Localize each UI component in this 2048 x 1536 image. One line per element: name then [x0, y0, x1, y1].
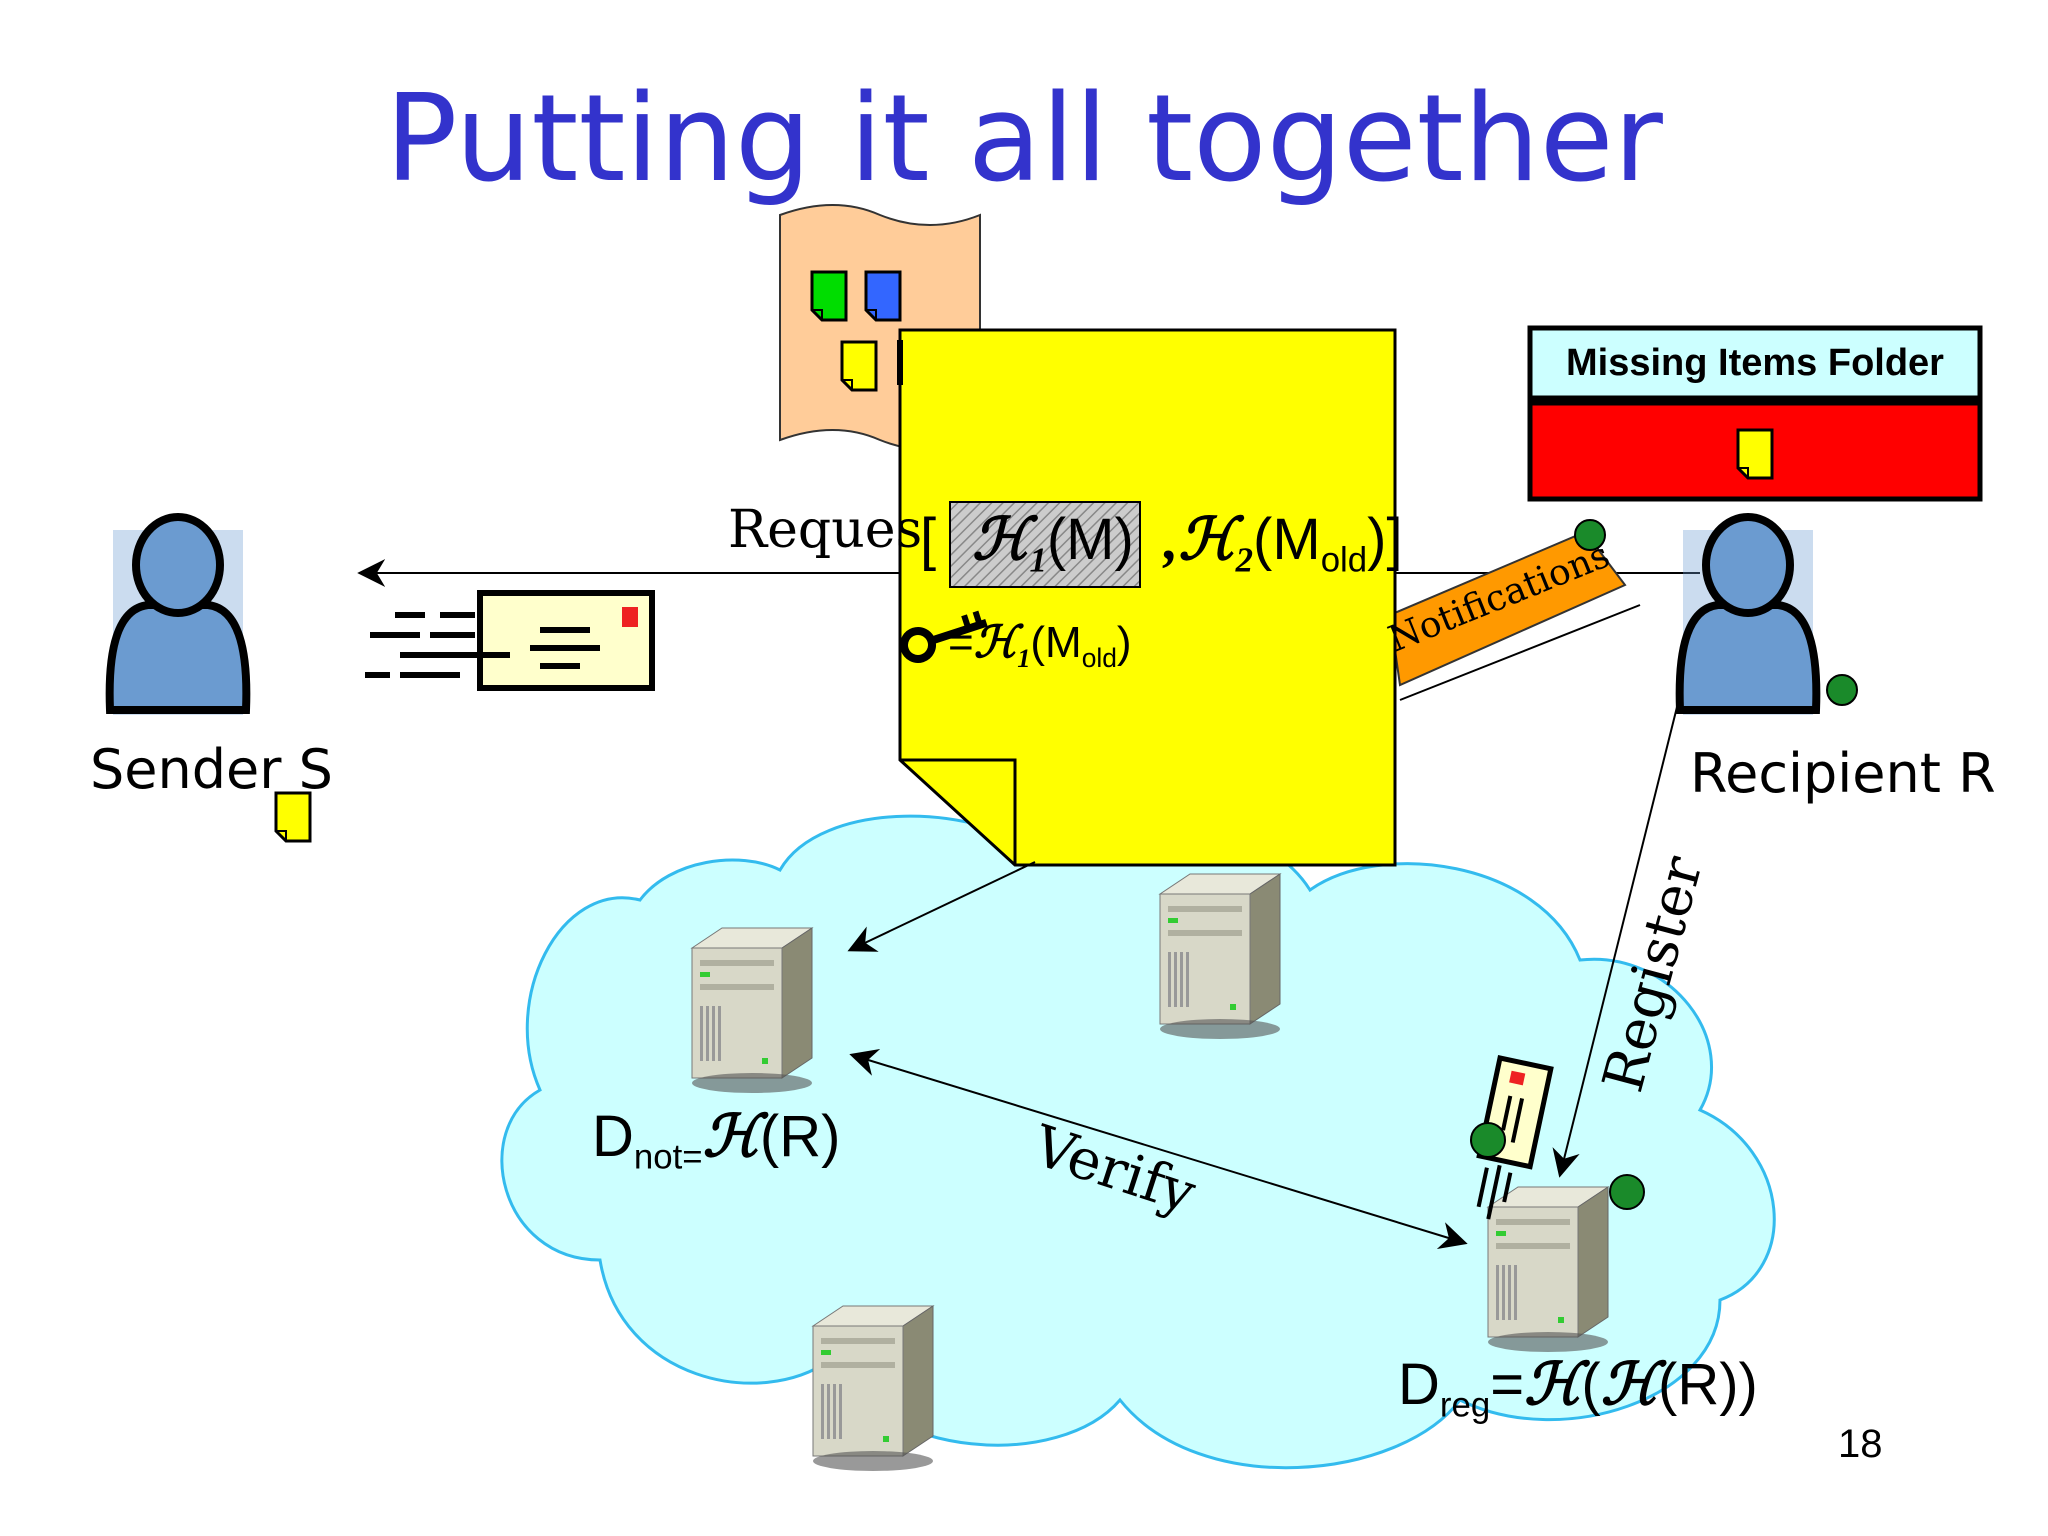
open-bracket: [: [920, 507, 937, 572]
dreg-eq: =: [1490, 1352, 1525, 1417]
missing-doc-icon: [1736, 428, 1774, 480]
encrypted-note: [898, 328, 1397, 867]
request-label: Reques: [728, 500, 923, 560]
server-dnot-icon: [691, 927, 813, 1094]
dnot-arg: (R): [759, 1104, 841, 1169]
hashed-message-box: [949, 501, 1141, 588]
key-arg-sub: old: [1081, 642, 1117, 673]
dreg-h1: ℋ: [1524, 1352, 1582, 1417]
h2-sub: 2: [1235, 540, 1254, 580]
missing-items-folder-title: Missing Items Folder: [1566, 342, 1944, 384]
green-dot-icon: [1574, 519, 1606, 551]
dreg-mid: (: [1581, 1352, 1601, 1417]
email-envelope-icon: [365, 590, 655, 691]
key-icon: [900, 610, 988, 663]
register-arrow: [1552, 694, 1681, 1178]
yellow-doc-icon: [840, 340, 878, 392]
server-bottom-icon: [812, 1305, 934, 1472]
dreg-arg: (R)): [1658, 1352, 1758, 1417]
notification-connector: [1399, 604, 1641, 701]
comma: ,: [1163, 507, 1179, 572]
key-h-sub: 1: [1017, 642, 1031, 673]
verify-arrow: [849, 1049, 1468, 1249]
notifications-tab: [1388, 530, 1627, 687]
h2-arg-close: )]: [1367, 507, 1403, 572]
key-eq: =: [948, 618, 974, 667]
h2-arg-open: (M: [1253, 507, 1321, 572]
missing-items-folder-body: [1527, 400, 1983, 502]
key-arg-open: (M: [1030, 618, 1082, 667]
dnot-sub: not=: [633, 1137, 703, 1177]
dnot-main: D: [592, 1104, 634, 1169]
note-fold: [900, 758, 1017, 865]
h1-symbol: ℋ: [972, 507, 1030, 572]
server-dreg-icon: [1487, 1186, 1609, 1353]
server-top-icon: [1159, 873, 1281, 1040]
blue-doc-icon: [864, 270, 902, 322]
missing-items-folder-header: [1527, 325, 1983, 401]
dreg-label: Dreg=ℋ(ℋ(R)): [1398, 1350, 1758, 1426]
key-arg-close: ): [1116, 618, 1132, 667]
sender-label: Sender S: [90, 738, 333, 801]
note-to-dnot-arrow: [847, 861, 1036, 952]
key-formula: =ℋ1(Mold): [948, 617, 1132, 674]
green-doc-icon: [810, 270, 848, 322]
green-dot-icon: [1826, 674, 1858, 706]
h2-symbol: ℋ: [1178, 507, 1236, 572]
recipient-label: Recipient R: [1690, 742, 1996, 805]
key-h-symbol: ℋ: [973, 618, 1018, 667]
dnot-label: Dnot=ℋ(R): [592, 1102, 840, 1178]
page-number: 18: [1838, 1422, 1883, 1466]
dnot-h: ℋ: [702, 1104, 760, 1169]
dreg-h2: ℋ: [1600, 1352, 1659, 1417]
h2-arg-sub: old: [1320, 540, 1368, 580]
doc-peek: [897, 340, 903, 385]
h1-arg: (M): [1046, 507, 1134, 572]
slide-title: Putting it all together: [385, 70, 1663, 209]
note-formula: [ℋ1(M),ℋ2(Mold)]: [920, 505, 1403, 581]
dreg-main: D: [1398, 1352, 1440, 1417]
dreg-sub: reg: [1439, 1385, 1491, 1425]
green-dot-icon: [1609, 1174, 1645, 1210]
h1-sub: 1: [1029, 540, 1047, 580]
green-dot-icon: [1470, 1122, 1506, 1158]
